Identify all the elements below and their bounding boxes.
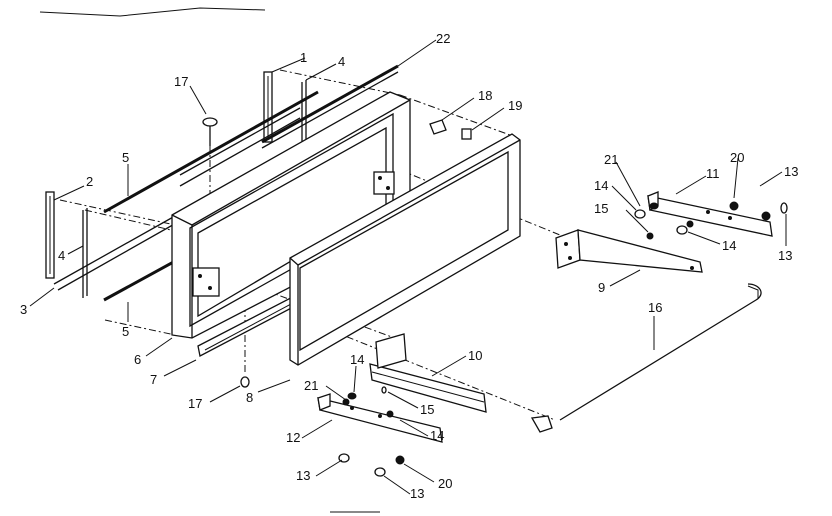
part-22-top-rail: [261, 64, 399, 149]
callout-14-right-lower: 14: [722, 238, 736, 253]
callout-14-lower-bottom: 14: [430, 428, 444, 443]
callout-11: 11: [706, 166, 720, 181]
callout-3: 3: [20, 302, 27, 317]
scan-artifact: [39, 7, 266, 17]
part-19-clip: [461, 128, 472, 140]
callout-9: 9: [598, 280, 605, 295]
callout-22: 22: [436, 31, 450, 46]
callout-19: 19: [508, 98, 522, 113]
callout-5-lower: 5: [122, 324, 129, 339]
part-2-post: [45, 191, 55, 279]
callout-17-top: 17: [174, 74, 188, 89]
part-4-rod-upper: [301, 80, 307, 145]
callout-4-upper: 4: [338, 54, 345, 69]
part-12-bracket: [317, 393, 443, 443]
part-17-screw-top: [202, 117, 218, 146]
callout-1: 1: [300, 50, 307, 65]
hardware: [338, 201, 788, 477]
callout-13-right-bottom: 13: [778, 248, 792, 263]
part-3-rail: [53, 215, 179, 291]
glass-frame: [289, 133, 521, 366]
part-11-hinge: [647, 191, 773, 237]
part-5-bar-upper: [103, 90, 319, 214]
callout-17-bottom: 17: [188, 396, 202, 411]
callout-10: 10: [468, 348, 482, 363]
callout-20-lower: 20: [438, 476, 452, 491]
callout-16: 16: [648, 300, 662, 315]
callout-12: 12: [286, 430, 300, 445]
callout-15-lower: 15: [420, 402, 434, 417]
callout-13-lower-left: 13: [296, 468, 310, 483]
part-10-channel: [369, 333, 487, 413]
callout-6: 6: [134, 352, 141, 367]
part-4-rod-left: [82, 208, 88, 298]
part-16-rod: [530, 283, 762, 433]
callout-labels: 1 4 22 17 5 2 4 3 5 6 7 17 8 18 19 21 20…: [20, 31, 798, 501]
callout-2: 2: [86, 174, 93, 189]
callout-leaders: [29, 39, 787, 495]
callout-8: 8: [246, 390, 253, 405]
callout-5-upper: 5: [122, 150, 129, 165]
callout-18: 18: [478, 88, 492, 103]
callout-21-right: 21: [604, 152, 618, 167]
callout-21-lower: 21: [304, 378, 318, 393]
callout-4-left: 4: [58, 248, 65, 263]
callout-20-right: 20: [730, 150, 744, 165]
callout-14-lower-top: 14: [350, 352, 364, 367]
part-17-screw-bottom: [240, 376, 250, 388]
callout-7: 7: [150, 372, 157, 387]
callout-15-right: 15: [594, 201, 608, 216]
part-1-post: [263, 71, 273, 143]
callout-13-lower-bottom: 13: [410, 486, 424, 501]
callout-13-right-top: 13: [784, 164, 798, 179]
callout-14-right-upper: 14: [594, 178, 608, 193]
part-18-clip: [429, 119, 447, 135]
part-9-bracket: [555, 229, 703, 273]
